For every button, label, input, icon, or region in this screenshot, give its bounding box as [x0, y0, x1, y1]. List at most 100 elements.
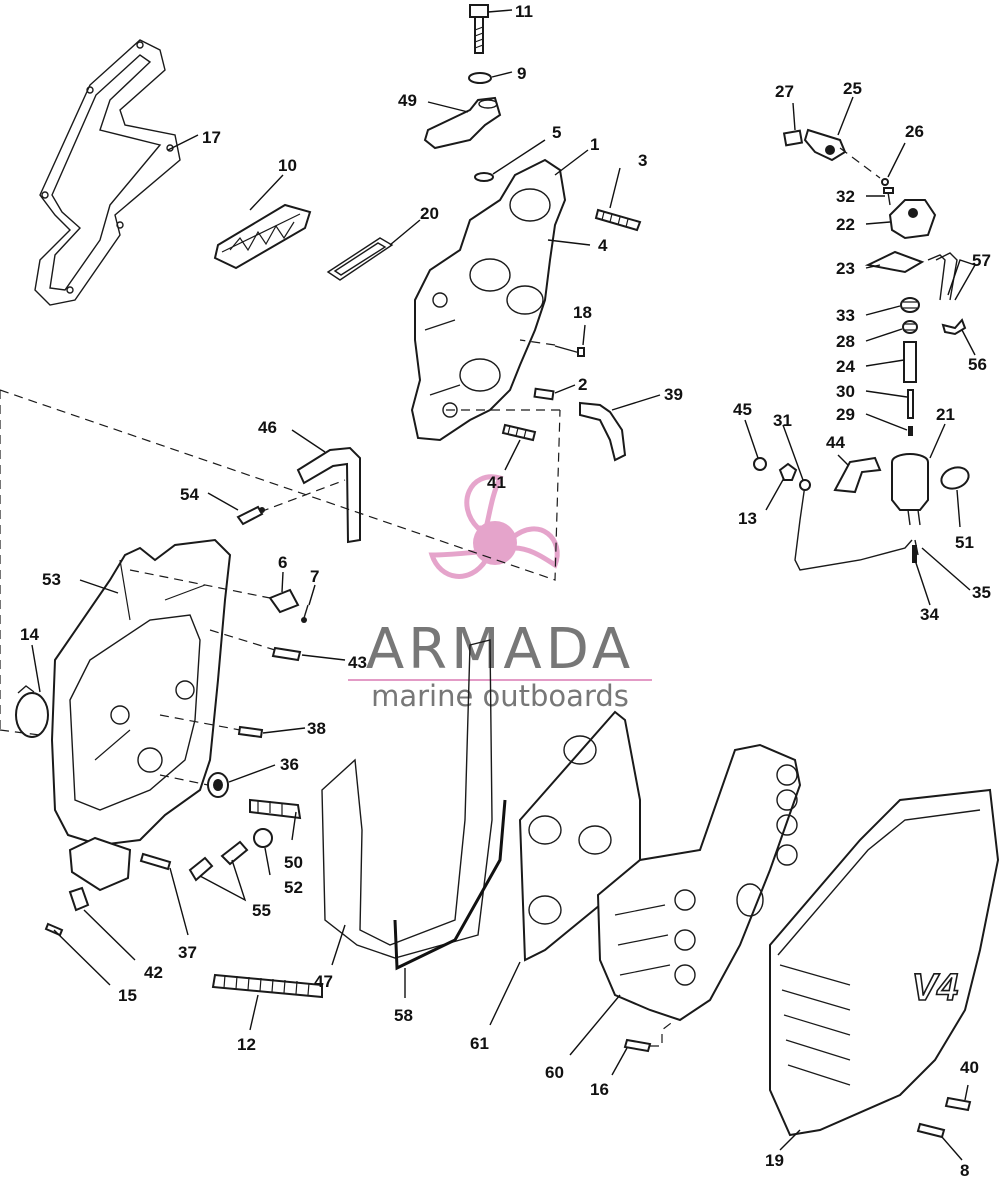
callout-24: 24	[836, 357, 855, 376]
callout-14: 14	[20, 625, 39, 644]
callout-29: 29	[836, 405, 855, 424]
callout-21: 21	[936, 405, 955, 424]
dowel-2	[533, 387, 555, 401]
v4-badge: V4	[912, 967, 958, 1009]
strap-51	[940, 466, 970, 490]
bolt-11	[469, 4, 489, 54]
callout-44: 44	[826, 433, 845, 452]
exhaust-manifold-60	[596, 743, 802, 1022]
valve-25	[803, 128, 847, 162]
callout-2: 2	[578, 375, 587, 394]
ball-26	[881, 178, 889, 186]
callout-34: 34	[920, 605, 939, 624]
washer-9	[468, 72, 492, 84]
callout-39: 39	[664, 385, 683, 404]
clamp-14	[15, 685, 49, 738]
tee-56	[941, 318, 967, 336]
screw-15	[44, 922, 64, 937]
callout-3: 3	[638, 151, 647, 170]
callout-8: 8	[960, 1161, 969, 1179]
callout-46: 46	[258, 418, 277, 437]
fitting-54	[236, 505, 265, 526]
assembly-guides	[0, 147, 881, 1047]
clip-6	[268, 588, 300, 614]
clip-42	[68, 886, 90, 912]
callout-15: 15	[118, 986, 137, 1005]
callout-30: 30	[836, 382, 855, 401]
callout-56: 56	[968, 355, 987, 374]
callout-35: 35	[972, 583, 991, 602]
callout-50: 50	[284, 853, 303, 872]
gasket-20	[326, 237, 394, 281]
callout-25: 25	[843, 79, 862, 98]
screw-32	[883, 187, 894, 206]
callout-33: 33	[836, 306, 855, 325]
callout-7: 7	[310, 567, 319, 586]
leader-lines	[31, 9, 976, 1161]
callout-19: 19	[765, 1151, 784, 1170]
callout-43: 43	[348, 653, 367, 672]
plug-52	[253, 828, 273, 848]
callout-10: 10	[278, 156, 297, 175]
hose-46	[296, 446, 361, 544]
wire-35	[914, 539, 919, 556]
adapter-plate-53	[50, 538, 232, 892]
pump-cover-22	[888, 199, 937, 240]
callout-45: 45	[733, 400, 752, 419]
callout-49: 49	[398, 91, 417, 110]
stud-3	[594, 208, 642, 232]
screw-7	[301, 604, 309, 623]
callout-4: 4	[598, 236, 608, 255]
callout-51: 51	[955, 533, 974, 552]
lead-31	[794, 479, 913, 571]
gasket-47	[321, 639, 493, 959]
callout-18: 18	[573, 303, 592, 322]
screw-37	[139, 852, 172, 871]
crankcase-1	[410, 158, 567, 442]
callout-57: 57	[972, 251, 991, 270]
terminal-34	[912, 545, 917, 563]
hose-39	[579, 401, 627, 462]
plunger-30	[907, 389, 914, 419]
callout-42: 42	[144, 963, 163, 982]
fitting-50	[249, 798, 302, 820]
spring-12	[211, 973, 323, 999]
grommet-36	[207, 772, 229, 798]
screw-40	[944, 1096, 972, 1112]
callout-38: 38	[307, 719, 326, 738]
callout-52: 52	[284, 878, 303, 897]
callout-28: 28	[836, 332, 855, 351]
callout-16: 16	[590, 1080, 609, 1099]
washer-5	[474, 172, 494, 182]
callout-54: 54	[180, 485, 199, 504]
callout-5: 5	[552, 123, 561, 142]
callout-53: 53	[42, 570, 61, 589]
callout-31: 31	[773, 411, 792, 430]
spring-28	[902, 320, 918, 334]
callout-37: 37	[178, 943, 197, 962]
callout-17: 17	[202, 128, 221, 147]
callout-47: 47	[314, 972, 333, 991]
exhaust-cover-19: V4	[769, 788, 1000, 1137]
hose-57	[927, 252, 958, 301]
gasket-17	[34, 39, 181, 306]
callout-13: 13	[738, 509, 757, 528]
spring-33	[900, 297, 920, 313]
screw-18	[554, 345, 585, 357]
callout-41: 41	[487, 473, 506, 492]
callout-27: 27	[775, 82, 794, 101]
callout-61: 61	[470, 1034, 489, 1053]
solenoid-21	[891, 453, 929, 526]
callout-labels: 11 9 49 5 1 3 4 17 10 20 18 2 39 41 46 5…	[20, 2, 991, 1179]
sleeve-24	[903, 341, 917, 383]
callout-1: 1	[590, 135, 599, 154]
screw-8	[916, 1122, 946, 1139]
callout-20: 20	[420, 204, 439, 223]
callout-9: 9	[517, 64, 526, 83]
bracket-44	[833, 456, 882, 494]
callout-55: 55	[252, 901, 271, 920]
brand-name: ARMADA	[366, 617, 634, 682]
callout-58: 58	[394, 1006, 413, 1025]
callout-60: 60	[545, 1063, 564, 1082]
